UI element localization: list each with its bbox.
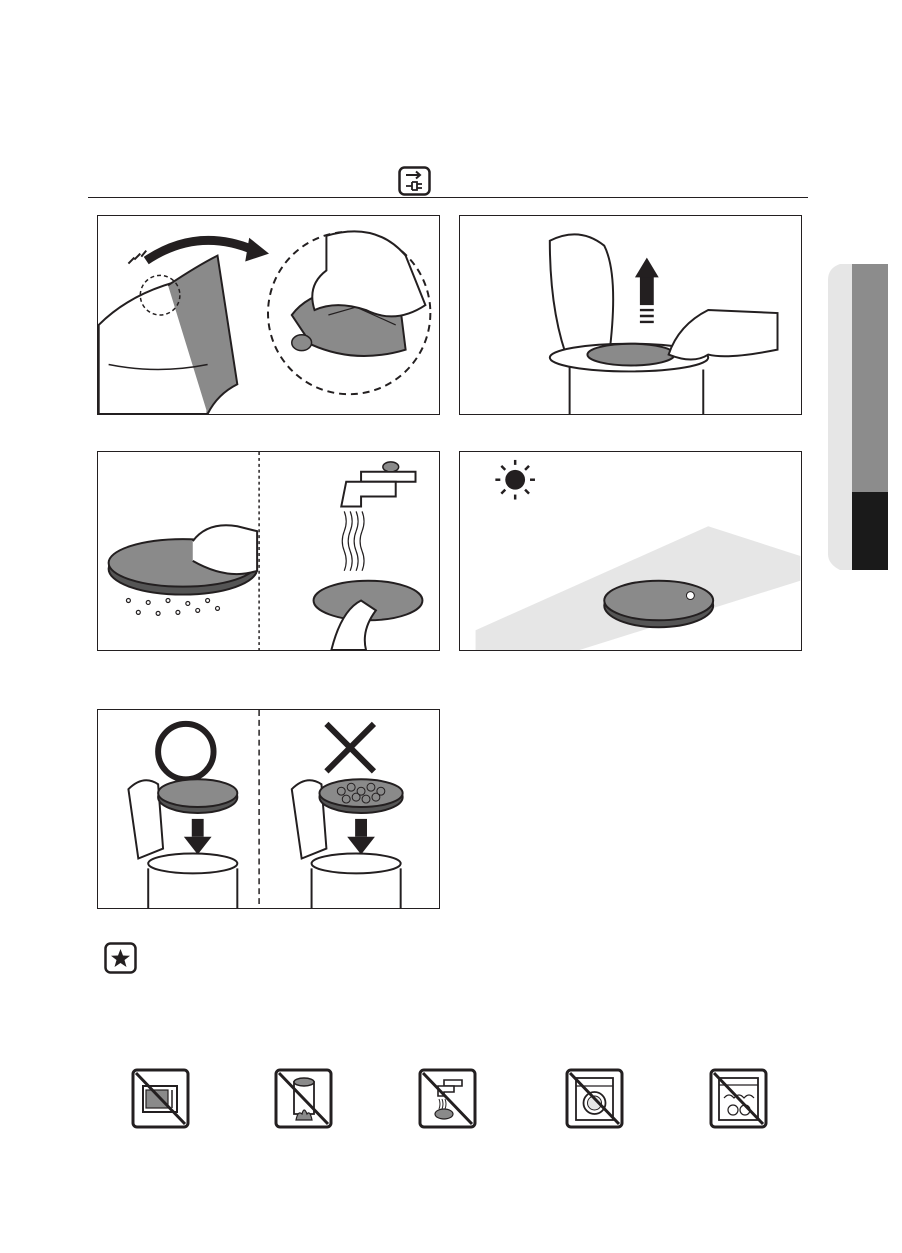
lift-filter-illustration (460, 216, 801, 414)
no-washing-machine-icon (565, 1068, 624, 1129)
no-microwave-icon (131, 1068, 190, 1129)
chapter-side-tab (828, 264, 888, 570)
header-rule (88, 197, 808, 198)
step-2-panel (459, 215, 802, 415)
step-5-panel (97, 709, 440, 909)
step-4-panel (459, 451, 802, 651)
tap-and-rinse-filter-illustration (98, 452, 439, 650)
rotate-lock-release-illustration (98, 216, 439, 414)
step-1-panel (97, 215, 440, 415)
no-dishwasher-icon (709, 1068, 768, 1129)
correct-vs-incorrect-reinsert-illustration (98, 710, 439, 908)
unplug-power-icon (398, 166, 431, 196)
dry-in-sun-illustration (460, 452, 801, 650)
no-hot-water-icon (418, 1068, 477, 1129)
step-3-panel (97, 451, 440, 651)
no-fire-drying-icon (274, 1068, 333, 1129)
star-note-icon (104, 942, 137, 974)
